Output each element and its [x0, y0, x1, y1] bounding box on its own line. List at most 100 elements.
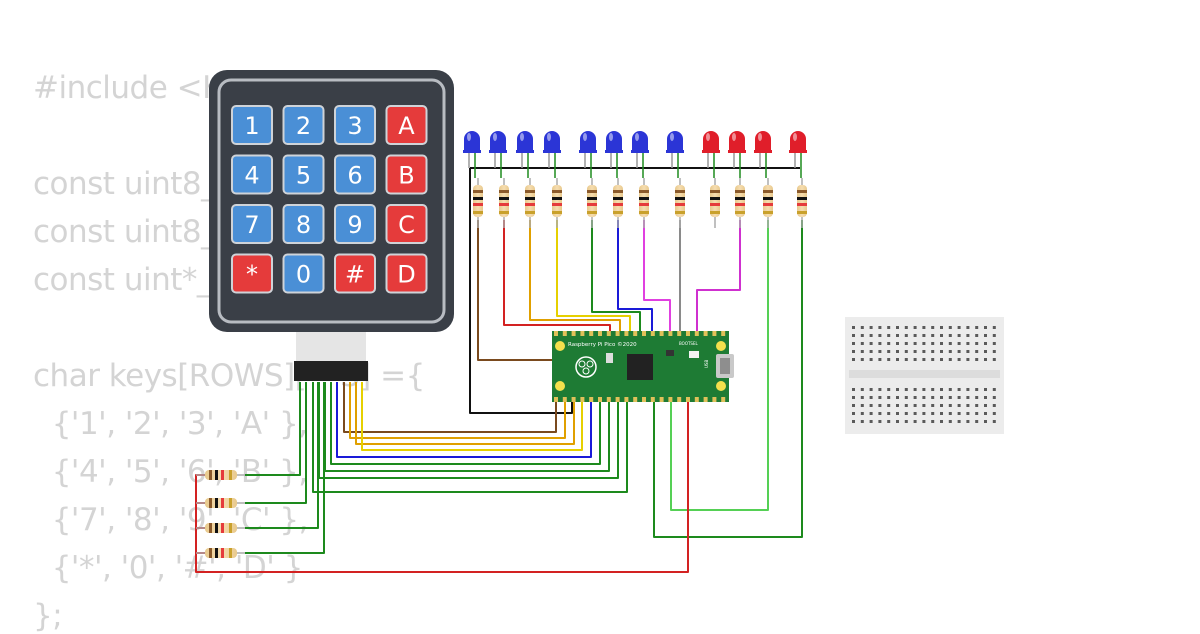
- breadboard-hole[interactable]: [940, 342, 943, 345]
- breadboard-hole[interactable]: [869, 388, 873, 391]
- led-red[interactable]: [702, 131, 720, 178]
- breadboard-hole[interactable]: [940, 404, 943, 407]
- pico-pin[interactable]: [721, 397, 726, 402]
- led-blue[interactable]: [605, 131, 623, 178]
- breadboard-hole[interactable]: [887, 358, 891, 361]
- breadboard-hole[interactable]: [896, 326, 899, 329]
- breadboard-hole[interactable]: [984, 388, 987, 391]
- pico-pin[interactable]: [589, 331, 594, 336]
- breadboard-hole[interactable]: [860, 412, 864, 415]
- breadboard-hole[interactable]: [887, 420, 891, 423]
- breadboard-hole[interactable]: [860, 396, 864, 399]
- breadboard-hole[interactable]: [878, 396, 882, 399]
- pico-pin[interactable]: [703, 397, 708, 402]
- pico-pin[interactable]: [633, 397, 638, 402]
- breadboard-hole[interactable]: [975, 342, 979, 345]
- breadboard-hole[interactable]: [869, 420, 873, 423]
- breadboard-hole[interactable]: [878, 334, 882, 337]
- key-4[interactable]: 4: [231, 154, 273, 195]
- breadboard-hole[interactable]: [940, 358, 943, 361]
- breadboard-hole[interactable]: [922, 412, 926, 415]
- breadboard-hole[interactable]: [896, 358, 899, 361]
- breadboard-hole[interactable]: [957, 326, 961, 329]
- pico-pin[interactable]: [624, 397, 629, 402]
- key-C[interactable]: C: [385, 204, 428, 244]
- breadboard-hole[interactable]: [931, 326, 935, 329]
- breadboard-hole[interactable]: [957, 334, 961, 337]
- led-red[interactable]: [728, 131, 746, 178]
- pico-pin[interactable]: [703, 331, 708, 336]
- breadboard-hole[interactable]: [887, 342, 891, 345]
- bootsel-button[interactable]: [689, 351, 699, 358]
- breadboard-hole[interactable]: [869, 342, 873, 345]
- breadboard-hole[interactable]: [869, 412, 873, 415]
- breadboard-hole[interactable]: [852, 342, 855, 345]
- breadboard-hole[interactable]: [878, 412, 882, 415]
- resistor[interactable]: [639, 178, 649, 228]
- breadboard-hole[interactable]: [957, 404, 961, 407]
- breadboard-hole[interactable]: [852, 326, 855, 329]
- breadboard-hole[interactable]: [878, 358, 882, 361]
- breadboard-hole[interactable]: [966, 420, 970, 423]
- key-0[interactable]: 0: [282, 253, 325, 294]
- pico-pin[interactable]: [659, 331, 664, 336]
- breadboard-hole[interactable]: [913, 412, 917, 415]
- pulldown-resistor[interactable]: [196, 470, 245, 480]
- breadboard-hole[interactable]: [931, 334, 935, 337]
- breadboard-hole[interactable]: [984, 350, 987, 353]
- breadboard-hole[interactable]: [860, 358, 864, 361]
- breadboard-hole[interactable]: [975, 334, 979, 337]
- breadboard-hole[interactable]: [896, 396, 899, 399]
- breadboard-hole[interactable]: [966, 358, 970, 361]
- key-9[interactable]: 9: [334, 204, 376, 244]
- breadboard-hole[interactable]: [904, 396, 908, 399]
- breadboard-hole[interactable]: [992, 342, 996, 345]
- breadboard-hole[interactable]: [878, 326, 882, 329]
- breadboard-hole[interactable]: [940, 396, 943, 399]
- breadboard-hole[interactable]: [957, 342, 961, 345]
- pico-pin[interactable]: [589, 397, 594, 402]
- breadboard-hole[interactable]: [878, 404, 882, 407]
- breadboard-hole[interactable]: [966, 404, 970, 407]
- breadboard-hole[interactable]: [878, 350, 882, 353]
- led-red[interactable]: [754, 131, 772, 178]
- breadboard-hole[interactable]: [852, 412, 855, 415]
- pico-pin[interactable]: [562, 331, 567, 336]
- breadboard-hole[interactable]: [904, 412, 908, 415]
- breadboard-hole[interactable]: [869, 396, 873, 399]
- pico-pin[interactable]: [721, 331, 726, 336]
- breadboard-hole[interactable]: [904, 420, 908, 423]
- breadboard-hole[interactable]: [913, 334, 917, 337]
- breadboard-hole[interactable]: [913, 358, 917, 361]
- breadboard-hole[interactable]: [940, 420, 943, 423]
- breadboard-hole[interactable]: [984, 420, 987, 423]
- breadboard-hole[interactable]: [940, 412, 943, 415]
- breadboard-hole[interactable]: [992, 396, 996, 399]
- breadboard-hole[interactable]: [966, 350, 970, 353]
- breadboard-hole[interactable]: [975, 326, 979, 329]
- led-blue[interactable]: [543, 131, 561, 178]
- breadboard-hole[interactable]: [922, 396, 926, 399]
- key-7[interactable]: 7: [231, 204, 273, 244]
- breadboard-hole[interactable]: [860, 350, 864, 353]
- breadboard-hole[interactable]: [984, 396, 987, 399]
- breadboard-hole[interactable]: [913, 404, 917, 407]
- breadboard-hole[interactable]: [860, 334, 864, 337]
- breadboard-hole[interactable]: [852, 334, 855, 337]
- breadboard-hole[interactable]: [896, 334, 899, 337]
- pico-pin[interactable]: [606, 397, 611, 402]
- breadboard-hole[interactable]: [984, 326, 987, 329]
- breadboard-hole[interactable]: [931, 412, 935, 415]
- pico-pin[interactable]: [686, 397, 690, 402]
- breadboard-hole[interactable]: [896, 404, 899, 407]
- breadboard-hole[interactable]: [957, 420, 961, 423]
- breadboard-hole[interactable]: [992, 388, 996, 391]
- breadboard-hole[interactable]: [887, 404, 891, 407]
- pico-pin[interactable]: [668, 397, 673, 402]
- breadboard-hole[interactable]: [931, 388, 935, 391]
- breadboard-hole[interactable]: [948, 396, 952, 399]
- breadboard-hole[interactable]: [860, 404, 864, 407]
- breadboard-hole[interactable]: [992, 358, 996, 361]
- resistor[interactable]: [763, 178, 773, 228]
- breadboard-hole[interactable]: [904, 404, 908, 407]
